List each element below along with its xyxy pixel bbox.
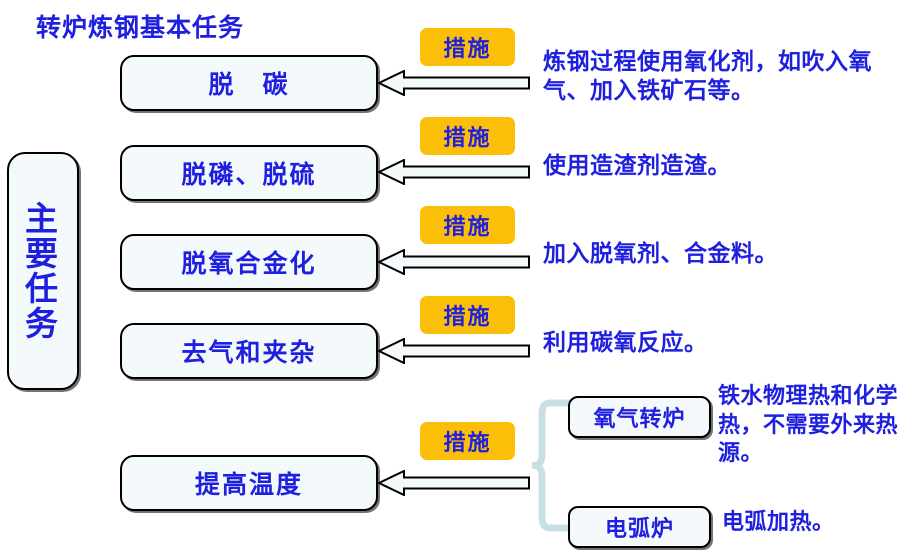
furnace-description-electric-arc: 电弧加热。 [722, 509, 835, 534]
furnace-box-oxygen-converter[interactable]: 氧气转炉 [568, 396, 711, 438]
left-arrow-icon-4 [378, 338, 530, 364]
brace-connector-icon [532, 398, 578, 533]
task-box-deoxidation-alloying[interactable]: 脱氧合金化 [120, 234, 378, 290]
furnace-box-electric-arc[interactable]: 电弧炉 [568, 506, 711, 548]
left-arrow-icon-3 [378, 249, 530, 275]
main-tasks-char-4: 务 [25, 306, 61, 343]
main-tasks-char-1: 主 [25, 202, 61, 239]
measure-description-2: 使用造渣剂造渣。 [543, 153, 731, 178]
furnace-description-oxygen-converter: 铁水物理热和化学热，不需要外来热源。 [718, 383, 899, 466]
task-box-dephosphorization-desulfurization[interactable]: 脱磷、脱硫 [120, 145, 378, 201]
task-box-decarburization[interactable]: 脱 碳 [120, 55, 378, 111]
task-box-raise-temperature[interactable]: 提高温度 [120, 455, 378, 511]
measure-description-1: 炼钢过程使用氧化剂，如吹入氧气、加入铁矿石等。 [543, 49, 872, 103]
measure-description-3: 加入脱氧剂、合金料。 [543, 241, 778, 266]
left-arrow-icon-1 [378, 70, 530, 96]
left-arrow-icon-5 [378, 470, 530, 496]
measure-badge-1: 措施 [420, 28, 515, 66]
measure-badge-3: 措施 [420, 206, 515, 244]
measure-badge-2: 措施 [420, 117, 515, 155]
measure-description-4: 利用碳氧反应。 [543, 330, 708, 355]
main-tasks-panel: 主 要 任 务 [7, 152, 79, 390]
page-title: 转炉炼钢基本任务 [36, 15, 245, 42]
main-tasks-char-2: 要 [25, 237, 61, 274]
task-box-degassing-inclusion-removal[interactable]: 去气和夹杂 [120, 323, 378, 379]
measure-badge-5: 措施 [420, 422, 515, 460]
main-tasks-char-3: 任 [25, 272, 61, 308]
measure-badge-4: 措施 [420, 296, 515, 334]
left-arrow-icon-2 [378, 159, 530, 185]
